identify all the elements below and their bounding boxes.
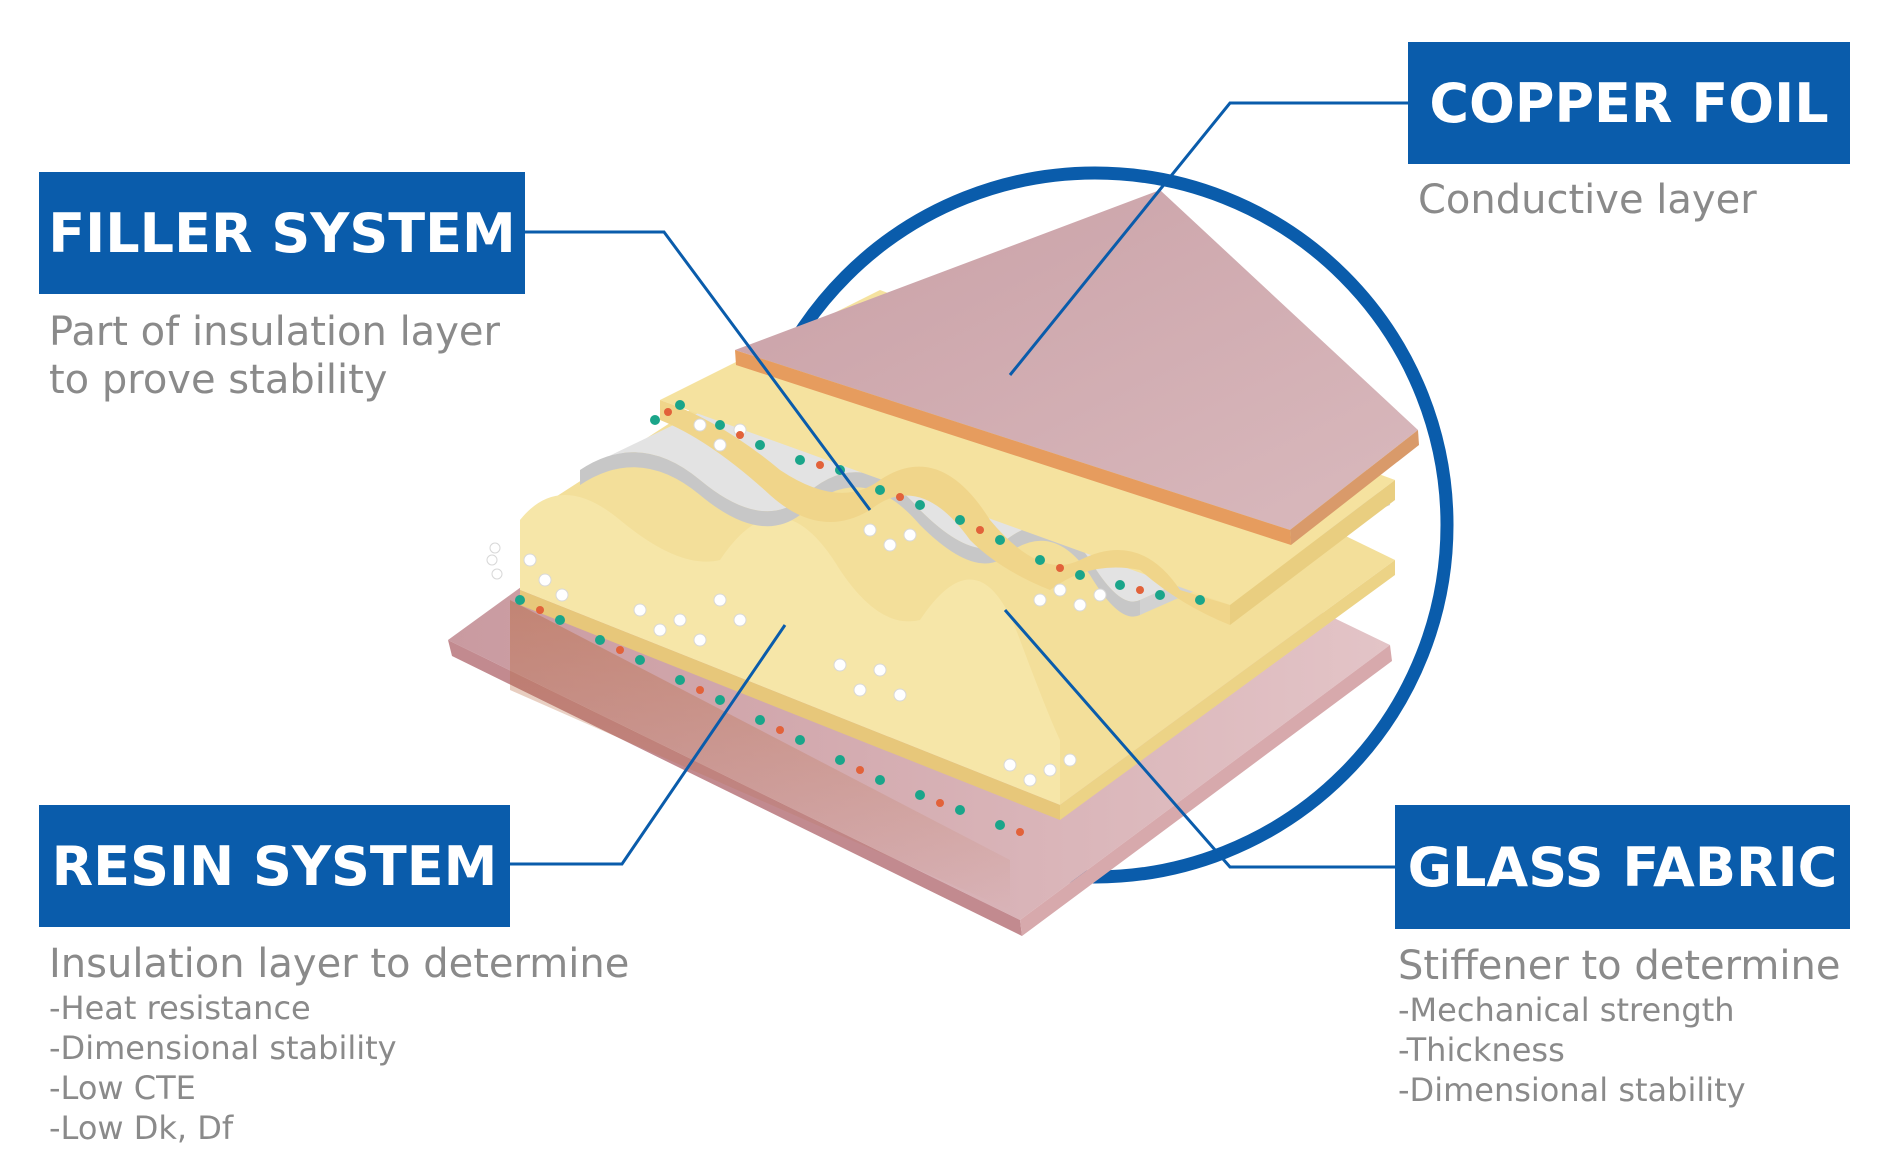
leader-line-resin-system [510, 624, 787, 866]
resin-system-bullet-4: -Low Dk, Df [49, 1109, 234, 1147]
filler-system-line-2: to prove stability [49, 357, 388, 403]
filler-system-description: Part of insulation layer to prove stabil… [49, 308, 500, 404]
filler-system-line-1: Part of insulation layer [49, 309, 500, 355]
copper-foil-label: COPPER FOIL [1408, 42, 1850, 164]
leader-line-filler-system [525, 230, 872, 511]
glass-fabric-bullet-3: -Dimensional stability [1398, 1071, 1746, 1109]
resin-system-bullet-1: -Heat resistance [49, 989, 311, 1027]
leader-line-copper-foil [1008, 101, 1408, 376]
glass-fabric-label: GLASS FABRIC [1395, 805, 1850, 929]
resin-system-label: RESIN SYSTEM [39, 805, 510, 927]
leader-lines [510, 101, 1408, 869]
resin-system-line-1: Insulation layer to determine [49, 941, 630, 987]
glass-fabric-bullet-1: -Mechanical strength [1398, 991, 1735, 1029]
glass-fabric-bullet-2: -Thickness [1398, 1031, 1565, 1069]
resin-system-description: Insulation layer to determine -Heat resi… [49, 940, 629, 1148]
filler-particles [486, 400, 1205, 836]
top-copper-foil [735, 190, 1419, 545]
resin-system-bullet-2: -Dimensional stability [49, 1029, 397, 1067]
leader-line-glass-fabric [1003, 609, 1395, 869]
copper-foil-line-1: Conductive layer [1418, 177, 1757, 223]
copper-foil-description: Conductive layer [1418, 176, 1757, 224]
glass-fabric-description: Stiffener to determine -Mechanical stren… [1398, 942, 1840, 1110]
resin-system-bullet-3: -Low CTE [49, 1069, 196, 1107]
filler-system-label: FILLER SYSTEM [39, 172, 525, 294]
glass-fabric-line-1: Stiffener to determine [1398, 943, 1841, 989]
